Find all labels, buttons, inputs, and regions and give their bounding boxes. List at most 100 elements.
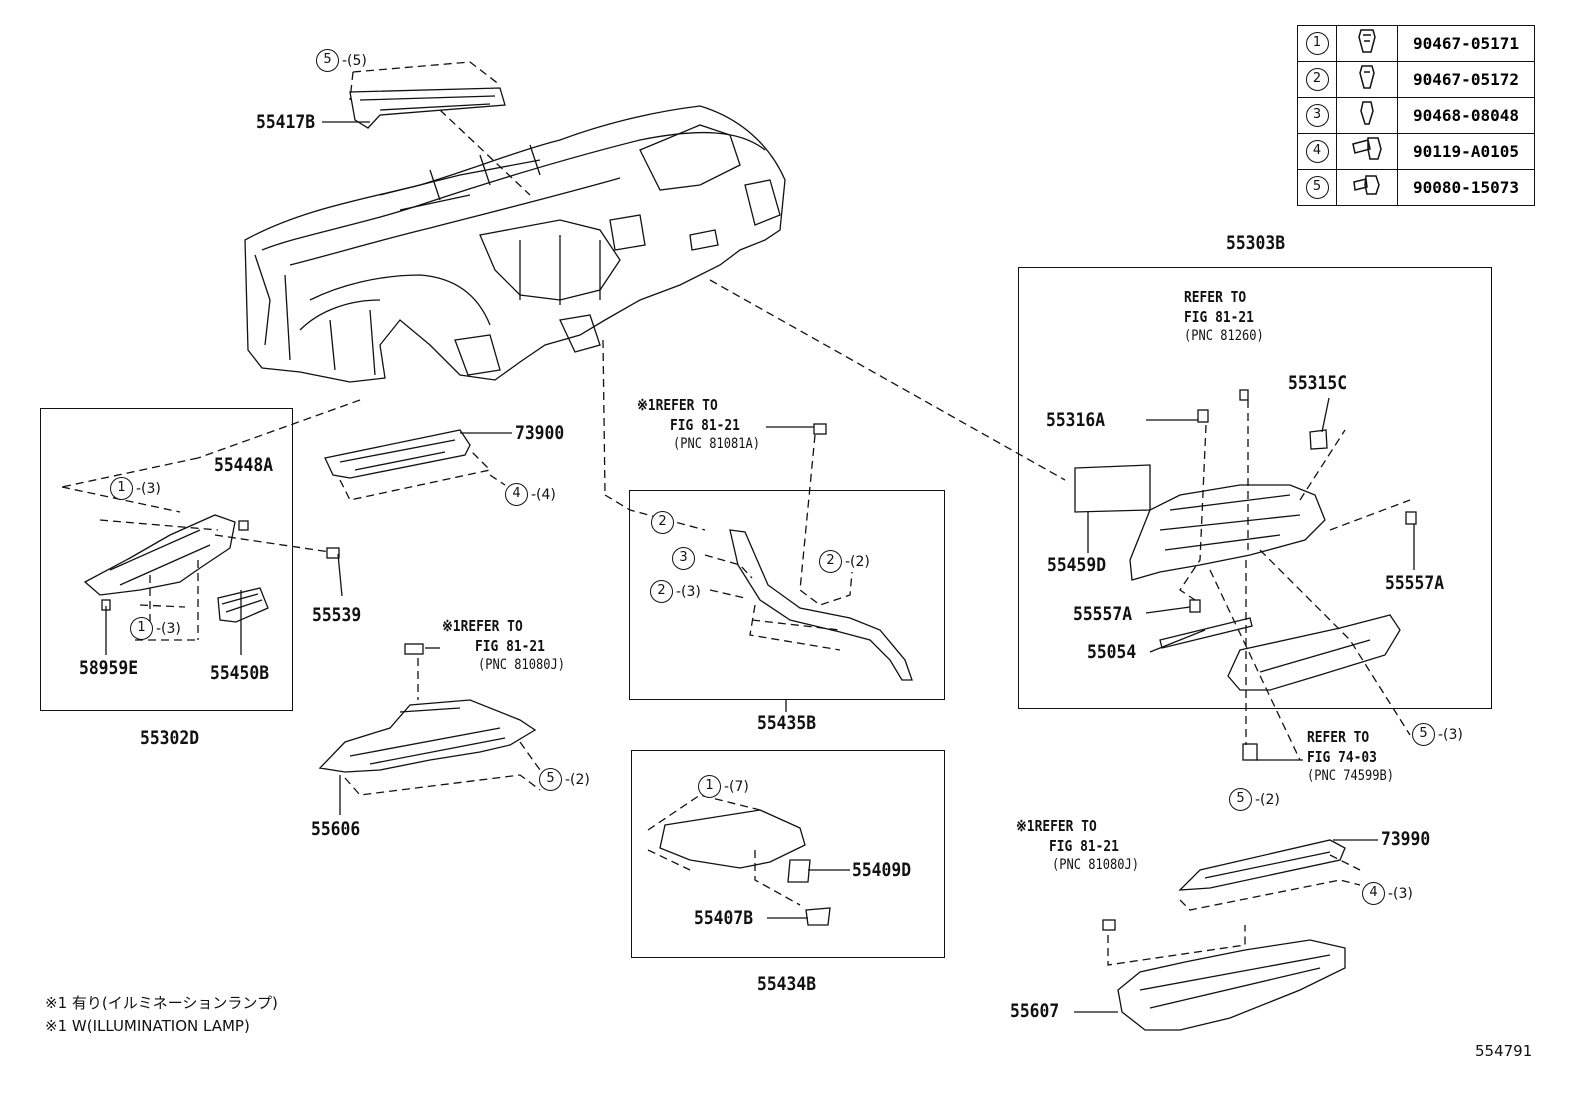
legend-num: 5 [1305,176,1329,199]
callout-num: 5 [1412,723,1435,746]
callout-qty: -(7) [724,779,749,795]
footnote-en: ※1 W(ILLUMINATION LAMP) [45,1017,250,1035]
ref-line-1: REFER TO [1184,288,1247,306]
callout-num: 4 [505,483,528,506]
clip-shapes [101,389,1417,931]
part-55606-drawing [318,699,537,773]
callout-num: 1 [110,477,133,500]
part-label-55607: 55607 [1010,1000,1060,1022]
reference-note: ※1REFER TO FIG 81-21 (PNC 81080J) [1016,817,1139,873]
legend-part-number: 90467-05172 [1397,61,1535,98]
legend-row: 5 90080-15073 [1297,169,1535,206]
ref-line-3: (PNC 81080J) [478,657,565,673]
clip-icon [1360,101,1374,125]
clip-icon [1359,65,1375,89]
part-label-55450B: 55450B [210,662,270,684]
callout-num: 2 [651,511,674,534]
reference-note: ※1REFER TO FIG 81-21 (PNC 81080J) [442,617,565,673]
part-label-55054: 55054 [1087,641,1137,663]
legend-row: 4 90119-A0105 [1297,133,1535,170]
part-label-55417B: 55417B [256,111,316,133]
part-55435B-drawing [729,529,913,681]
ref-line-2: FIG 81-21 [475,637,545,655]
ref-line-2: FIG 81-21 [1049,837,1119,855]
ref-line-3: (PNC 81080J) [1052,857,1139,873]
part-55434B-drawing [659,809,831,926]
part-label-55557A-right: 55557A [1385,572,1445,594]
callout-qty: -(3) [136,481,161,497]
legend-part-number: 90119-A0105 [1397,133,1535,170]
callout-qty: -(3) [156,621,181,637]
callout-qty: -(4) [531,487,556,503]
callout-num: 1 [130,617,153,640]
legend-num: 3 [1305,104,1329,127]
callout-num: 4 [1362,882,1385,905]
part-label-55448A: 55448A [214,454,274,476]
dashed-lines [61,61,1411,966]
reference-note: REFER TO FIG 74-03 (PNC 74599B) [1307,728,1408,784]
legend-row: 1 90467-05171 [1297,25,1535,62]
part-label-55303B: 55303B [1226,232,1286,254]
part-label-55459D: 55459D [1047,554,1107,576]
callout-qty: -(2) [565,772,590,788]
callout-qty: -(2) [845,554,870,570]
part-73900-drawing [324,429,471,479]
ref-line-2: FIG 81-21 [670,416,740,434]
bolt-icon [1352,137,1382,160]
footnote-jp: ※1 有り(イルミネーションランプ) [45,994,278,1012]
part-label-55435B: 55435B [757,712,817,734]
part-label-55539: 55539 [312,604,362,626]
screw-icon [1353,175,1380,195]
callout-num: 3 [672,547,695,570]
group-box-55434B [631,750,945,958]
legend-row: 3 90468-08048 [1297,97,1535,134]
callout-qty: -(2) [1255,792,1280,808]
diagram-id: 554791 [1475,1042,1533,1060]
callout-num: 5 [316,49,339,72]
ref-line-1: ※1REFER TO [637,396,718,414]
ref-line-1: ※1REFER TO [1016,817,1097,835]
callout-num: 5 [1229,788,1252,811]
callout-qty: -(3) [1388,886,1413,902]
legend-row: 2 90467-05172 [1297,61,1535,98]
part-label-73990: 73990 [1381,828,1431,850]
ref-line-2: FIG 74-03 [1307,748,1377,766]
callout-qty: -(3) [1438,727,1463,743]
part-label-55557A-left: 55557A [1073,603,1133,625]
part-label-55606: 55606 [311,818,361,840]
callout-num: 5 [539,768,562,791]
callout-num: 1 [698,775,721,798]
legend-num: 4 [1305,140,1329,163]
reference-note: REFER TO FIG 81-21 (PNC 81260) [1184,288,1277,344]
part-label-55434B: 55434B [757,973,817,995]
ref-line-1: ※1REFER TO [442,617,523,635]
part-label-55409D: 55409D [852,859,912,881]
part-label-55315C: 55315C [1288,372,1348,394]
part-label-55316A: 55316A [1046,409,1106,431]
part-55302D-drawing [83,514,269,623]
clip-icon [1358,29,1376,53]
group-box-55302D [40,408,293,711]
callout-qty: -(5) [342,53,367,69]
callout-num: 2 [819,550,842,573]
ref-line-3: (PNC 74599B) [1307,768,1394,784]
part-55417B-drawing [349,87,506,129]
legend-num: 1 [1305,32,1329,55]
part-label-58959E: 58959E [79,657,139,679]
ref-line-1: REFER TO [1307,728,1370,746]
fastener-legend-table: 1 90467-05171 2 90467-05172 3 90468-0804… [1297,25,1535,206]
reference-note: ※1REFER TO FIG 81-21 (PNC 81081A) [637,396,760,452]
legend-part-number: 90080-15073 [1397,169,1535,206]
ref-line-2: FIG 81-21 [1184,308,1254,326]
legend-num: 2 [1305,68,1329,91]
group-box-55303B [1018,267,1492,709]
part-73990-drawing [1178,839,1346,891]
legend-part-number: 90467-05171 [1397,25,1535,62]
part-label-55407B: 55407B [694,907,754,929]
callout-num: 2 [650,580,673,603]
ref-line-3: (PNC 81081A) [673,436,760,452]
callout-qty: -(3) [676,584,701,600]
leader-lines [105,121,1415,1013]
